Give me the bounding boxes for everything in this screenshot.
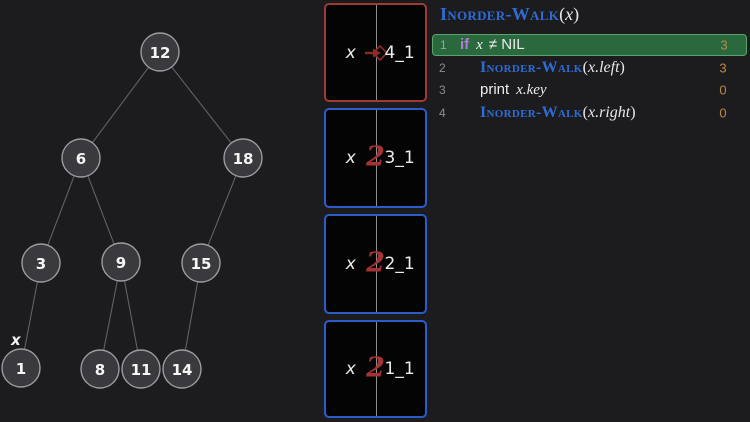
tree-node-circle[interactable] [140,32,180,72]
tree-node-circle[interactable] [121,349,161,389]
tree-node-12[interactable]: 12 [140,32,180,72]
code-line-4: 4 Inorder-Walk(x.right) 0 [432,102,747,124]
tree-node-circle[interactable] [1,348,41,388]
tree-node-11[interactable]: 11 [121,349,161,389]
tree-node-15[interactable]: 15 [181,243,221,283]
frame-var-label: x [345,148,356,168]
tree-node-key: 6 [76,150,86,168]
frame-var-value: 3_1 [384,148,415,168]
print-statement: print x.key [480,81,547,99]
if-keyword: if [460,36,470,53]
tree-node-circle[interactable] [80,349,120,389]
frame-var-label: x [345,359,356,379]
code-line-2: 2 Inorder-Walk(x.left) 3 [432,57,747,79]
tree-node-key: 14 [172,361,193,379]
stack-frame: x 2 2_1 [324,214,427,314]
procedure-name: Inorder-Walk [480,104,583,121]
paused-line-marker: 2 [366,247,385,279]
line-number: 2 [439,61,446,75]
tree-node-key: 3 [36,255,46,273]
line-number: 4 [439,106,446,120]
execution-count: 0 [719,105,727,121]
tree-node-key: 11 [131,361,152,379]
tree-edge [159,51,244,159]
tree-pointer-x-label: x [11,331,21,349]
paren-open: ( [582,104,588,121]
paused-line-marker: 2 [366,352,385,384]
procedure-name: Inorder-Walk [440,4,560,24]
frame-var-label: x [345,42,356,63]
tree-node-14[interactable]: 14 [162,349,202,389]
stack-frame: x 2 3_1 [324,108,427,208]
tree-node-3[interactable]: 3 [21,243,61,283]
call-arg: x.left [588,59,620,76]
line-number: 3 [439,83,446,97]
tree-node-key: 8 [95,361,105,379]
frame-divider [375,322,377,416]
tree-node-circle[interactable] [162,349,202,389]
frame-var-value: 4_1 [384,42,415,63]
paused-line-marker: 2 [366,141,385,173]
line-number: 1 [440,38,447,52]
paren-open: ( [559,4,566,24]
tree-node-key: 1 [16,360,26,378]
tree-node-key: 12 [150,44,171,62]
code-var-x: x [476,37,483,53]
condition-text: ≠ NIL [488,36,525,53]
code-title: Inorder-Walk(x) [440,4,579,25]
tree-node-6[interactable]: 6 [61,138,101,178]
stack-frame-current: x 4_1 [324,3,427,102]
tree-node-circle[interactable] [61,138,101,178]
tree-node-circle[interactable] [181,243,221,283]
tree-node-1[interactable]: 1 [1,348,41,388]
tree-node-key: 9 [116,254,126,272]
paren-open: ( [582,59,588,76]
call-arg: x.right [588,104,631,121]
execution-count: 3 [720,37,728,53]
code-line-3: 3 print x.key 0 [432,79,747,101]
recursive-call-right: Inorder-Walk(x.right) [480,104,636,122]
tree-edge [80,51,161,159]
frame-var-value: 2_1 [384,254,415,274]
tree-node-key: 15 [191,255,212,273]
tree-node-8[interactable]: 8 [80,349,120,389]
title-arg: x [565,4,574,24]
print-keyword: print [480,81,510,98]
tree-node-circle[interactable] [101,242,141,282]
paren-close: ) [619,59,625,76]
tree-node-key: 18 [233,150,254,168]
paren-close: ) [630,104,636,121]
tree-node-circle[interactable] [21,243,61,283]
frame-var-value: 1_1 [384,359,415,379]
execution-count: 3 [719,60,727,76]
execution-pointer-icon [364,43,388,63]
tree-node-18[interactable]: 18 [223,138,263,178]
procedure-name: Inorder-Walk [480,59,583,76]
tree-node-9[interactable]: 9 [101,242,141,282]
frame-divider [375,216,377,312]
print-arg: x.key [516,82,547,98]
execution-count: 0 [719,82,727,98]
frame-var-label: x [345,254,356,274]
paren-close: ) [573,4,580,24]
recursive-call-left: Inorder-Walk(x.left) [480,59,625,77]
frame-divider [375,110,377,206]
stack-frame: x 2 1_1 [324,320,427,418]
tree-node-circle[interactable] [223,138,263,178]
